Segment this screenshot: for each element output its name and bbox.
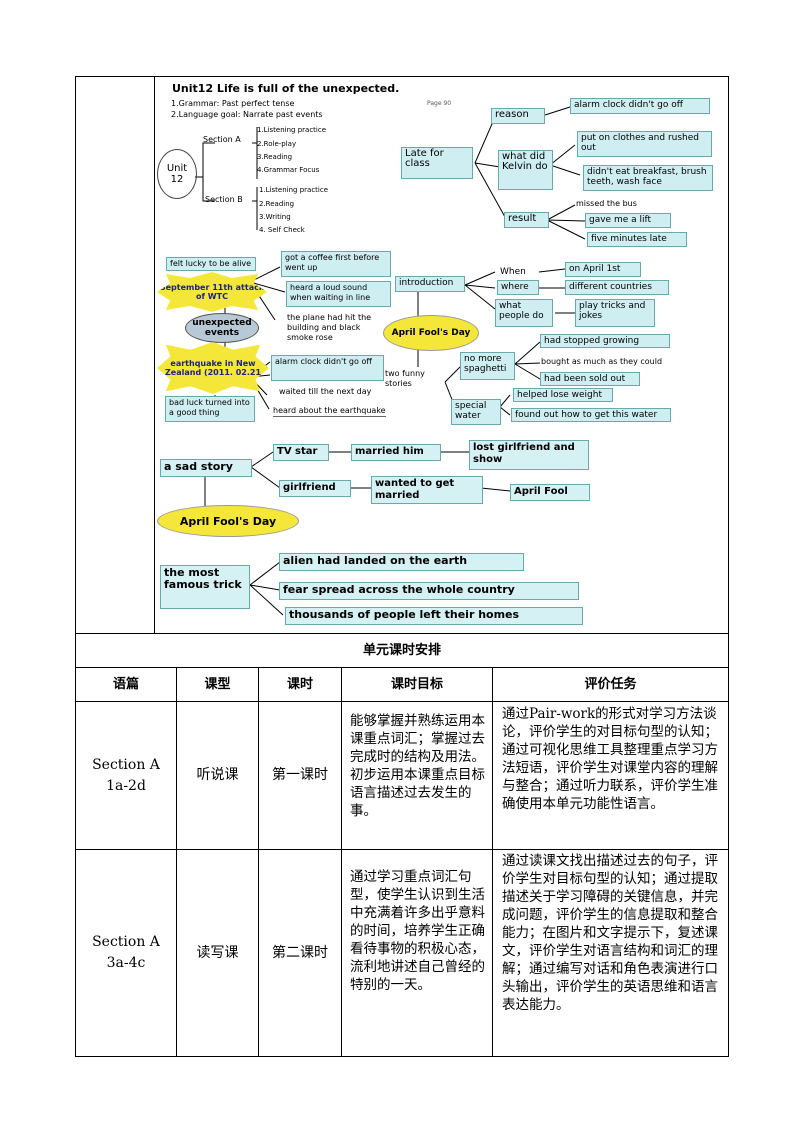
- found-out-node: found out how to get this water: [511, 408, 671, 422]
- introduction-node: introduction: [395, 276, 465, 292]
- unexpected-events-node: unexpected events: [185, 313, 259, 343]
- plane-hit-node: the plane had hit the building and black…: [287, 313, 372, 342]
- header-type: 课型: [204, 677, 231, 692]
- heard-quake-node: heard about the earthquake: [273, 406, 386, 417]
- bought-node: bought as much as they could: [541, 357, 663, 366]
- section-b-item: 3.Writing: [259, 213, 291, 221]
- alarm2-node: alarm clock didn't go off: [271, 355, 384, 381]
- sold-out-node: had been sold out: [540, 372, 640, 386]
- alarm-node: alarm clock didn't go off: [570, 98, 710, 114]
- section-b-item: 4. Self Check: [259, 226, 305, 234]
- goal-language: 2.Language goal: Narrate past events: [171, 110, 323, 119]
- where-node: where: [497, 280, 539, 295]
- bad-luck-node: bad luck turned into a good thing: [165, 396, 255, 422]
- result-node: result: [504, 212, 549, 228]
- section-a-item: 4.Grammar Focus: [257, 166, 320, 174]
- row-divider: [75, 667, 729, 668]
- row2-period: 第二课时: [272, 944, 328, 961]
- header-goal: 课时目标: [390, 677, 443, 692]
- earthquake-node: earthquake in New Zealand (2011. 02.21: [157, 342, 269, 394]
- section-a-item: 2.Role-play: [257, 140, 297, 148]
- gave-lift-node: gave me a lift: [585, 213, 671, 228]
- unit-node: Unit 12: [157, 149, 197, 199]
- stopped-node: had stopped growing: [540, 334, 670, 348]
- row1-goal: 能够掌握并熟练运用本课重点词汇；掌握过去完成时的结构及用法。初步运用本课重点目标…: [350, 713, 485, 819]
- mind-map: Unit12 Life is full of the unexpected. 1…: [155, 77, 728, 633]
- col-divider: [341, 667, 342, 1057]
- section-a-item: 1.Listening practice: [257, 126, 327, 134]
- countries-node: different countries: [565, 280, 669, 295]
- page-ref: Page 90: [427, 100, 452, 107]
- goal-grammar: 1.Grammar: Past perfect tense: [171, 99, 295, 108]
- schedule-title: 单元课时安排: [362, 643, 441, 658]
- section-b-item: 2.Reading: [259, 200, 295, 208]
- lost-gf-node: lost girlfriend and show: [469, 440, 589, 470]
- row1-type: 听说课: [196, 767, 239, 783]
- special-water-node: special water: [451, 399, 501, 425]
- row-divider: [75, 701, 729, 702]
- col-divider: [258, 667, 259, 1057]
- didnt-eat-node: didn't eat breakfast, brush teeth, wash …: [583, 165, 713, 191]
- left-column-divider: [154, 76, 155, 634]
- header-task: 评价任务: [584, 677, 637, 692]
- when-node: When: [500, 267, 526, 277]
- waited-node: waited till the next day: [279, 387, 372, 396]
- fear-node: fear spread across the whole country: [279, 582, 579, 600]
- thousands-node: thousands of people left their homes: [285, 607, 583, 625]
- famous-trick-node: the most famous trick: [160, 565, 250, 609]
- heard-sound-node: heard a loud sound when waiting in line: [286, 281, 391, 307]
- section-a-node: Section A: [203, 135, 241, 144]
- col-divider: [176, 667, 177, 1057]
- section-a-item: 3.Reading: [257, 153, 293, 161]
- tricks-node: play tricks and jokes: [575, 299, 655, 327]
- row2-text: Section A 3a-4c: [92, 934, 160, 971]
- wanted-node: wanted to get married: [371, 476, 483, 504]
- spaghetti-node: no more spaghetti: [460, 352, 515, 380]
- section-b-node: Section B: [205, 195, 243, 204]
- header-text: 语篇: [112, 677, 139, 692]
- april-fools-day-node: April Fool's Day: [383, 315, 479, 351]
- got-coffee-node: got a coffee first before went up: [281, 251, 391, 277]
- row-divider: [75, 849, 729, 850]
- put-on-node: put on clothes and rushed out: [577, 131, 712, 157]
- unit-title: Unit12 Life is full of the unexpected.: [172, 82, 400, 95]
- row1-task: 通过Pair-work的形式对学习方法谈论，评价学生的对目标句型的认知；通过可视…: [502, 706, 718, 812]
- felt-lucky-node: felt lucky to be alive: [166, 257, 256, 271]
- what-people-node: what people do: [495, 299, 553, 327]
- header-period: 课时: [286, 677, 313, 692]
- two-stories-node: two funny stories: [385, 369, 425, 388]
- late-for-class-node: Late for class: [401, 147, 473, 179]
- sept11-node: September 11th attack of WTC: [157, 272, 267, 312]
- tv-star-node: TV star: [273, 444, 329, 461]
- april-fools-day-2-node: April Fool's Day: [157, 505, 299, 537]
- missed-bus-node: missed the bus: [576, 199, 637, 208]
- row2-goal: 通过学习重点词汇句型，使学生认识到生活中充满着许多出乎意料的时间，培养学生正确看…: [350, 869, 485, 993]
- row-divider: [75, 633, 729, 634]
- married-him-node: married him: [351, 444, 441, 461]
- april-fool-node: April Fool: [510, 484, 590, 501]
- april1-node: on April 1st: [565, 262, 641, 277]
- row2-task: 通过读课文找出描述过去的句子，评价学生对目标句型的认知；通过提取描述关于学习障碍…: [502, 853, 718, 1013]
- document-table-frame: [75, 76, 729, 1057]
- lose-weight-node: helped lose weight: [513, 388, 613, 402]
- girlfriend-node: girlfriend: [279, 480, 351, 497]
- reason-node: reason: [491, 108, 545, 124]
- row1-text: Section A 1a-2d: [92, 756, 160, 794]
- row2-type: 读写课: [196, 944, 239, 961]
- five-min-node: five minutes late: [587, 232, 687, 247]
- col-divider: [492, 667, 493, 1057]
- alien-node: alien had landed on the earth: [279, 553, 524, 571]
- row1-period: 第一课时: [272, 767, 328, 783]
- section-b-item: 1.Listening practice: [259, 186, 329, 194]
- what-did-kelvin-node: what did Kelvin do: [498, 150, 553, 190]
- sad-story-node: a sad story: [160, 459, 252, 477]
